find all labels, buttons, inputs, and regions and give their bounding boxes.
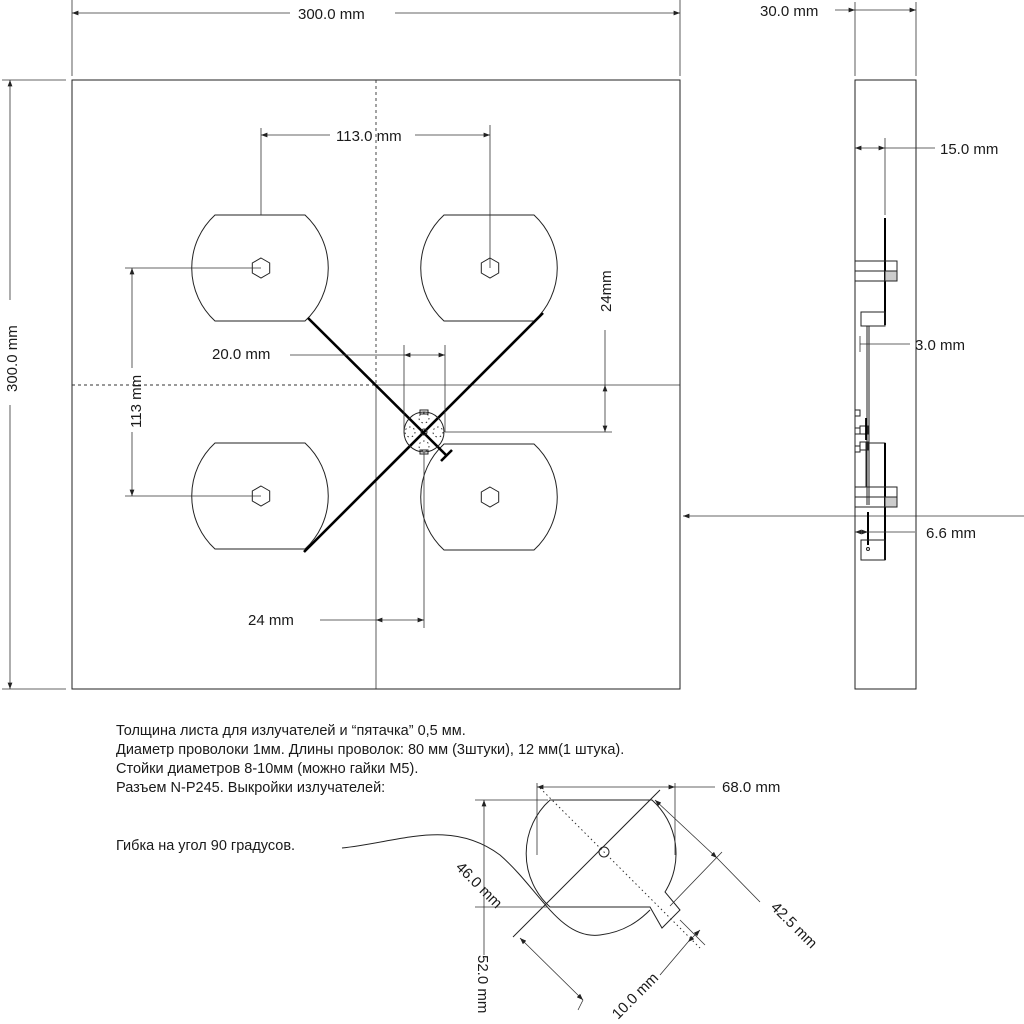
hub-width-dimension: 20.0 mm (212, 346, 270, 363)
depth-dimension: 30.0 mm (760, 3, 818, 20)
width-dimension: 300.0 mm (298, 6, 365, 23)
wire-diagonal-2 (303, 312, 544, 553)
patch-height-dimension: 15.0 mm (940, 141, 998, 158)
assembly-notes: Толщина листа для излучателей и “пятачка… (116, 722, 624, 798)
note-line: Разъем N-P245. Выкройки излучателей: (116, 780, 386, 796)
front-view: 300.0 mm 300.0 mm 113.0 mm 113 mm (2, 0, 1024, 690)
offset-vertical-dimension: 24mm (598, 270, 615, 312)
pattern-tab-dimension: 10.0 mm (609, 970, 662, 1023)
patch-spacing-horizontal: 113.0 mm (336, 128, 402, 145)
gap-dimension: 3.0 mm (915, 337, 965, 354)
pattern-width-dimension: 68.0 mm (722, 779, 780, 796)
side-view: 30.0 mm 15.0 mm 3.0 mm 6.6 mm (760, 2, 998, 690)
note-line: Толщина листа для излучателей и “пятачка… (116, 723, 466, 739)
note-line: Диаметр проволоки 1мм. Длины проволок: 8… (116, 742, 625, 758)
connector-offset-dimension: 6.6 mm (926, 525, 976, 542)
pattern-diagonal-dimension: 42.5 mm (767, 899, 820, 952)
note-line: Стойки диаметров 8-10мм (можно гайки М5)… (116, 761, 419, 777)
bend-note: Гибка на угол 90 градусов. (116, 838, 296, 854)
pattern-height-inner-dimension: 46.0 mm (452, 859, 505, 912)
height-dimension: 300.0 mm (4, 325, 21, 392)
pattern-height-total-dimension: 52.0 mm (474, 955, 491, 1013)
patch-top-right (420, 214, 558, 322)
patch-spacing-vertical: 113 mm (128, 375, 145, 428)
patch-pattern: 68.0 mm 46.0 mm 52.0 mm 42.5 mm 10.0 mm (341, 779, 820, 1023)
offset-horizontal-dimension: 24 mm (248, 612, 294, 629)
